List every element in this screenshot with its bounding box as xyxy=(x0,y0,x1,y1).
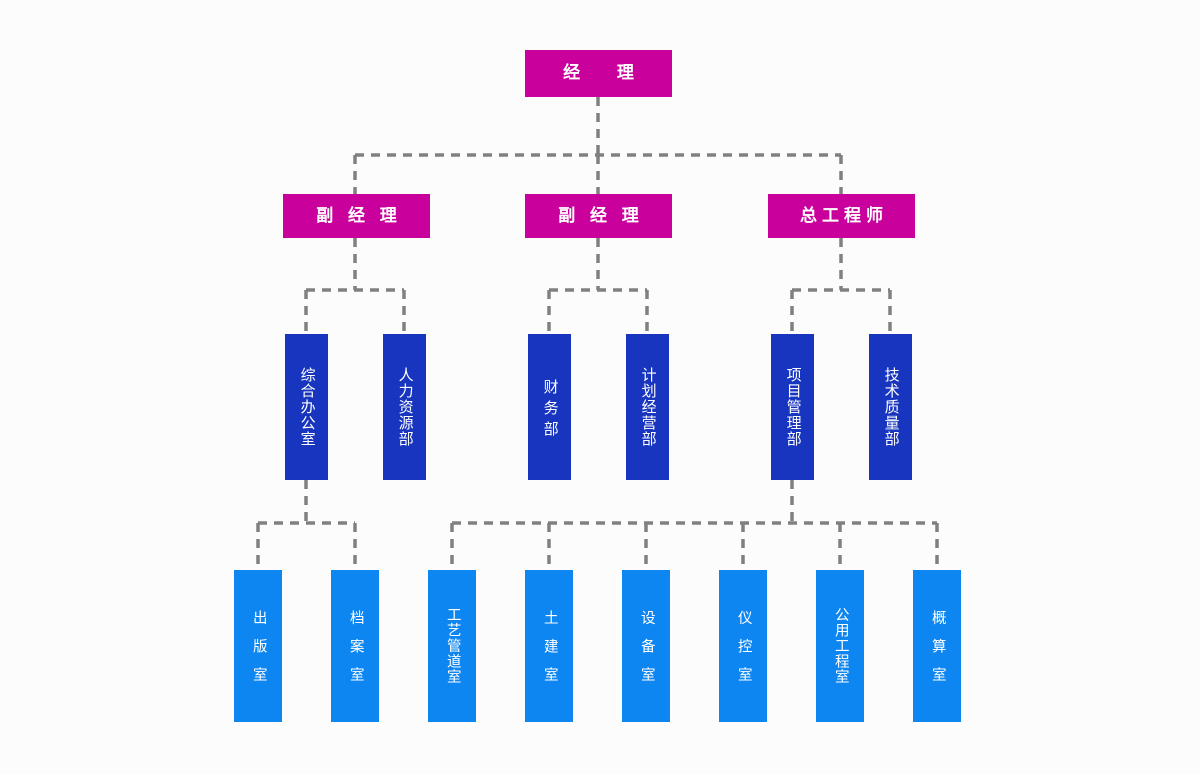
node-label: 项目管理部 xyxy=(784,367,802,447)
node-label: 仪控室 xyxy=(735,610,752,696)
node-technical-quality-department[interactable]: 技术质量部 xyxy=(869,334,912,480)
node-archive-room[interactable]: 档案室 xyxy=(331,570,379,722)
node-equipment-room[interactable]: 设备室 xyxy=(622,570,670,722)
node-hr-department[interactable]: 人力资源部 xyxy=(383,334,426,480)
node-project-management-department[interactable]: 项目管理部 xyxy=(771,334,814,480)
node-label: 计划经营部 xyxy=(639,367,657,447)
node-deputy-manager-1[interactable]: 副 经 理 xyxy=(283,194,430,238)
node-label: 财务部 xyxy=(541,378,559,442)
node-general-office[interactable]: 综合办公室 xyxy=(285,334,328,480)
node-label: 人力资源部 xyxy=(396,367,414,447)
node-label: 经 理 xyxy=(563,63,650,83)
node-planning-department[interactable]: 计划经营部 xyxy=(626,334,669,480)
node-label: 土建室 xyxy=(541,610,558,696)
node-label: 总工程师 xyxy=(800,205,888,225)
node-process-piping-room[interactable]: 工艺管道室 xyxy=(428,570,476,722)
node-deputy-manager-2[interactable]: 副 经 理 xyxy=(525,194,672,238)
node-label: 副 经 理 xyxy=(558,205,644,225)
node-label: 综合办公室 xyxy=(298,367,316,447)
node-label: 概算室 xyxy=(929,610,946,696)
node-utility-engineering-room[interactable]: 公用工程室 xyxy=(816,570,864,722)
node-chief-engineer[interactable]: 总工程师 xyxy=(768,194,915,238)
node-instrument-control-room[interactable]: 仪控室 xyxy=(719,570,767,722)
node-budget-estimate-room[interactable]: 概算室 xyxy=(913,570,961,722)
node-label: 出版室 xyxy=(250,610,267,696)
node-label: 工艺管道室 xyxy=(444,607,461,685)
node-finance-department[interactable]: 财务部 xyxy=(528,334,571,480)
node-label: 副 经 理 xyxy=(316,205,402,225)
node-label: 设备室 xyxy=(638,610,655,696)
node-publishing-room[interactable]: 出版室 xyxy=(234,570,282,722)
node-label: 技术质量部 xyxy=(882,367,900,447)
node-civil-engineering-room[interactable]: 土建室 xyxy=(525,570,573,722)
node-label: 档案室 xyxy=(347,610,364,696)
node-manager[interactable]: 经 理 xyxy=(525,50,672,97)
node-label: 公用工程室 xyxy=(832,607,849,685)
